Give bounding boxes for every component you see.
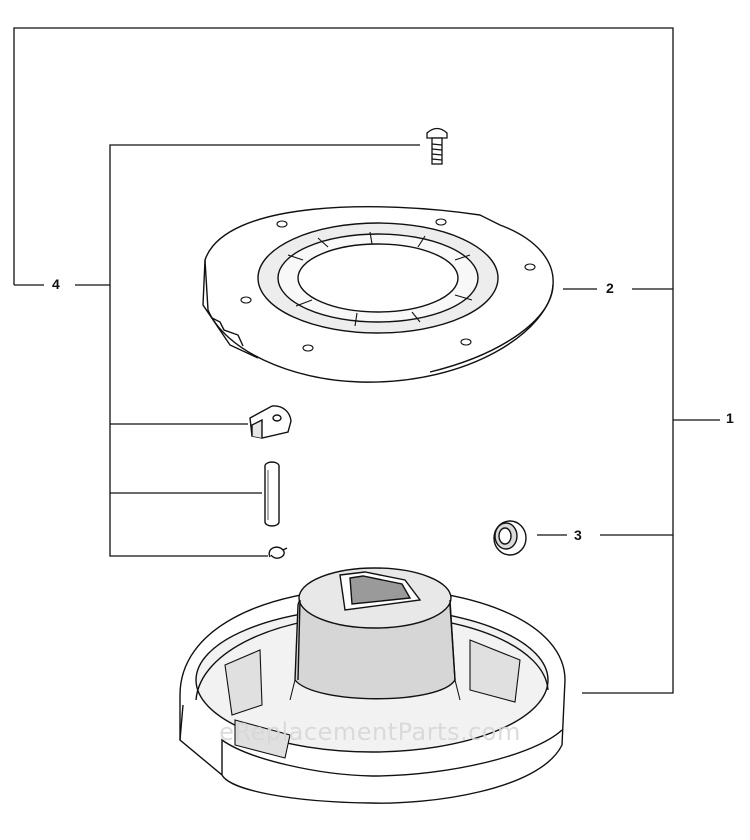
spring-part: [268, 546, 288, 559]
leader-lines: [13, 27, 720, 694]
spool-housing-part: [179, 567, 566, 804]
callout-2-label: 2: [603, 280, 617, 296]
screw-part: [426, 127, 448, 165]
pin-part: [264, 461, 280, 527]
callout-1-label: 1: [723, 410, 737, 426]
cover-plate-part: [202, 205, 554, 383]
bushing-part: [493, 520, 527, 556]
cam-part: [249, 405, 292, 439]
callout-4-label: 4: [49, 276, 63, 292]
callout-3-label: 3: [571, 527, 585, 543]
watermark-text: eReplacementParts.com: [219, 718, 521, 746]
